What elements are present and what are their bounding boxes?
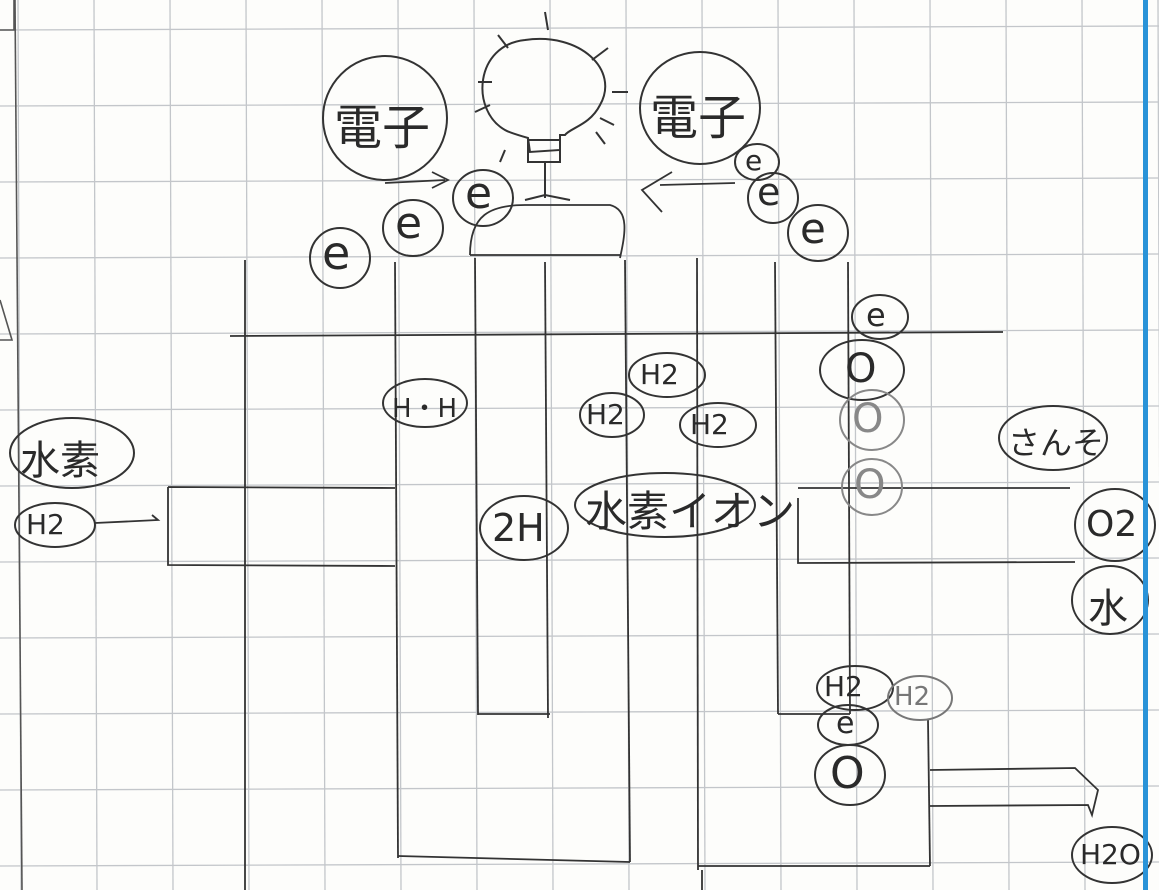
electron-bubble-left: [323, 56, 447, 180]
grid-line-horizontal: [0, 102, 1159, 106]
electron-circle-4: [735, 144, 779, 180]
grid-line-vertical: [930, 0, 933, 890]
grid-line-vertical: [398, 0, 401, 890]
flow-arrows: [95, 172, 735, 523]
grid-line-vertical: [170, 0, 173, 890]
two-h-bubble: [480, 496, 568, 560]
grid-line-horizontal: [0, 634, 1159, 638]
grid-line-vertical: [778, 0, 781, 890]
hydrogen-formula-bubble: [15, 503, 95, 547]
hydrogen-ion-bubble: [575, 473, 755, 537]
notebook-edge: [1143, 0, 1148, 890]
electron-right-arrow: [642, 172, 735, 212]
grid-line-horizontal: [0, 862, 1159, 866]
h2-bubble-left: [580, 393, 644, 437]
grid-line-vertical: [1082, 0, 1085, 890]
light-bulb-icon: [475, 12, 628, 200]
water-formula-bubble: [1072, 827, 1152, 883]
grid-line-vertical: [94, 0, 97, 890]
electron-circle-1: [310, 228, 370, 288]
grid-line-horizontal: [0, 710, 1159, 714]
h2-bubble-right: [680, 403, 756, 447]
grid-line-horizontal: [0, 558, 1159, 562]
grid-line-vertical: [550, 0, 553, 890]
oxygen-circle-3: [842, 459, 902, 515]
h2-bubble-bottom-2: [888, 676, 952, 720]
grid-line-horizontal: [0, 26, 1159, 30]
electron-bubble-right: [640, 52, 760, 164]
hydrogen-input-arrow: [95, 515, 158, 523]
grid-line-horizontal: [0, 786, 1159, 790]
grid-line-horizontal: [0, 482, 1159, 486]
hydrogen-word-bubble: [10, 418, 134, 488]
grid-line-vertical: [1006, 0, 1009, 890]
grid-line-horizontal: [0, 178, 1159, 182]
oxygen-circle-bottom: [815, 745, 885, 805]
oxygen-word-bubble: [999, 406, 1107, 470]
electron-circle-6: [788, 205, 848, 261]
grid-line-vertical: [246, 0, 249, 890]
electron-circle-3: [453, 170, 513, 226]
h2-bubble-bottom-1: [817, 666, 893, 710]
grid-line-horizontal: [0, 406, 1159, 410]
electron-circle-2: [383, 200, 443, 256]
electron-circle-5: [748, 173, 798, 223]
h2-bubble-top: [629, 353, 705, 397]
